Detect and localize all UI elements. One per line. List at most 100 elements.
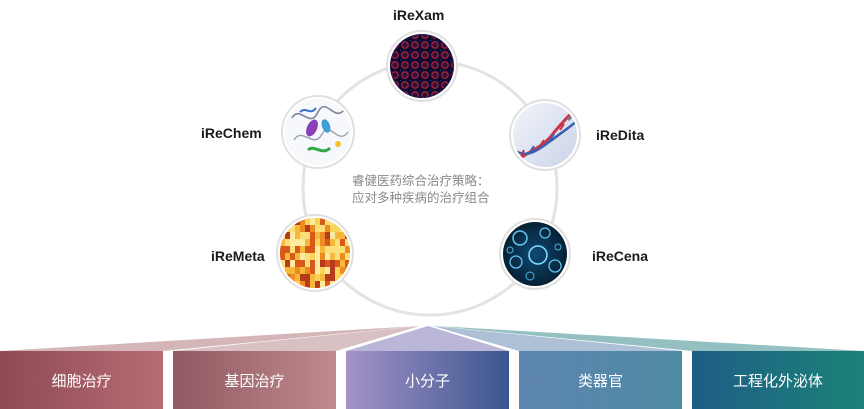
heatmap-cell — [330, 232, 335, 239]
heatmap-cell — [290, 232, 295, 239]
heatmap-cell — [300, 267, 305, 274]
heatmap-cell — [320, 225, 325, 232]
heatmap-cell — [335, 246, 340, 253]
heatmap-cell — [345, 218, 350, 225]
heatmap-cell — [315, 281, 320, 288]
heatmap-cell — [320, 281, 325, 288]
heatmap-cell — [330, 253, 335, 260]
heatmap-cell — [330, 246, 335, 253]
category-organoid[interactable]: 类器官 — [519, 351, 682, 409]
heatmap-cell — [280, 260, 285, 267]
heatmap-cell — [310, 246, 315, 253]
heatmap-cell — [315, 246, 320, 253]
heatmap-cell — [305, 274, 310, 281]
heatmap-cell — [295, 246, 300, 253]
heatmap-cell — [310, 267, 315, 274]
node-iremeta[interactable] — [276, 214, 354, 292]
label-irecena: iReCena — [592, 248, 649, 264]
heatmap-cell — [290, 267, 295, 274]
label-iremeta: iReMeta — [211, 248, 265, 264]
heatmap-cell — [310, 225, 315, 232]
heatmap-cell — [335, 267, 340, 274]
heatmap-cell — [300, 281, 305, 288]
heatmap-cell — [310, 281, 315, 288]
label-irechem: iReChem — [201, 125, 262, 141]
heatmap-cell — [300, 260, 305, 267]
heatmap-cell — [320, 232, 325, 239]
heatmap-cell — [280, 218, 285, 225]
heatmap-cell — [315, 218, 320, 225]
heatmap-cell — [305, 267, 310, 274]
heatmap-cell — [315, 267, 320, 274]
heatmap-cell — [335, 225, 340, 232]
heatmap-cell — [320, 239, 325, 246]
heatmap-cell — [310, 239, 315, 246]
heatmap-cell — [335, 239, 340, 246]
heatmap-cell — [285, 239, 290, 246]
category-small-molecule[interactable]: 小分子 — [346, 351, 509, 409]
category-cell-therapy[interactable]: 细胞治疗 — [0, 351, 163, 409]
node-irexam[interactable] — [386, 30, 458, 102]
heatmap-cell — [285, 253, 290, 260]
heatmap-cell — [305, 239, 310, 246]
heatmap-cell — [305, 260, 310, 267]
heatmap-cell — [345, 260, 350, 267]
category-gene-therapy[interactable]: 基因治疗 — [173, 351, 336, 409]
cell-network-icon — [390, 34, 454, 98]
heatmap-cell — [330, 225, 335, 232]
protein-structure-icon — [285, 99, 351, 165]
heatmap-cell — [325, 274, 330, 281]
heatmap-cell — [325, 239, 330, 246]
heatmap-cell — [340, 267, 345, 274]
dna-helix-icon — [513, 103, 577, 167]
heatmap-cell — [305, 232, 310, 239]
heatmap-cell — [290, 225, 295, 232]
heatmap-cell — [290, 246, 295, 253]
heatmap-cell — [325, 246, 330, 253]
node-irechem[interactable] — [281, 95, 355, 169]
heatmap-cell — [300, 253, 305, 260]
heatmap-cell — [305, 225, 310, 232]
heatmap-cell — [340, 232, 345, 239]
heatmap-cell — [305, 218, 310, 225]
heatmap-cell — [295, 267, 300, 274]
heatmap-cell — [305, 253, 310, 260]
heatmap-cell — [290, 253, 295, 260]
center-line-2: 应对多种疾病的治疗组合 — [352, 190, 490, 205]
heatmap-cell — [280, 253, 285, 260]
heatmap-cell — [295, 274, 300, 281]
heatmap-cell — [310, 218, 315, 225]
heatmap-cell — [315, 274, 320, 281]
heatmap-cell — [310, 274, 315, 281]
heatmap-cell — [290, 239, 295, 246]
heatmap-cell — [330, 260, 335, 267]
heatmap-cell — [345, 253, 350, 260]
node-iredita[interactable] — [509, 99, 581, 171]
category-label: 细胞治疗 — [51, 371, 112, 390]
category-engineered-exosome[interactable]: 工程化外泌体 — [692, 351, 864, 409]
heatmap-cell — [345, 246, 350, 253]
heatmap-cell — [305, 246, 310, 253]
heatmap-cell — [310, 232, 315, 239]
heatmap-cell — [335, 253, 340, 260]
category-label: 工程化外泌体 — [732, 371, 823, 390]
heatmap-cell — [280, 246, 285, 253]
heatmap-cell — [285, 246, 290, 253]
heatmap-cell — [315, 232, 320, 239]
node-irecena[interactable] — [499, 218, 571, 290]
heatmap-cell — [290, 260, 295, 267]
heatmap-cell — [300, 232, 305, 239]
heatmap-cell — [320, 267, 325, 274]
heatmap-cell — [300, 274, 305, 281]
heatmap-cell — [325, 218, 330, 225]
heatmap-cell — [330, 239, 335, 246]
heatmap-cell — [285, 260, 290, 267]
heatmap-cell — [325, 225, 330, 232]
label-iredita: iReDita — [596, 127, 645, 143]
heatmap-cell — [330, 267, 335, 274]
heatmap-cell — [285, 267, 290, 274]
heatmap-cell — [320, 218, 325, 225]
heatmap-cell — [295, 225, 300, 232]
heatmap-cell — [295, 232, 300, 239]
